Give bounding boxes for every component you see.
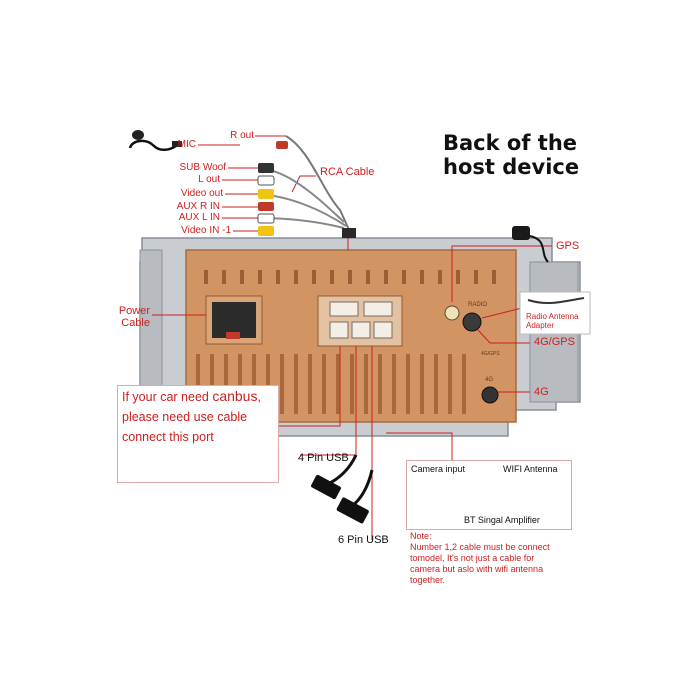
label-mic: MIC	[177, 139, 196, 150]
label-sub-woof: SUB Woof	[179, 162, 227, 173]
device-print-4g-gps: 4G/GPS	[481, 351, 500, 357]
usb-6pin-cable-icon	[336, 469, 374, 524]
label-4g-gps: 4G/GPS	[534, 336, 575, 348]
rca-cable-bundle	[257, 135, 356, 238]
label-r-out: R out	[230, 130, 254, 141]
radio-antenna-line-2: Adapter	[526, 321, 555, 330]
label-gps: GPS	[556, 240, 580, 252]
canbus-line-1-suffix: ,	[257, 390, 261, 404]
radio-antenna-socket[interactable]	[444, 305, 460, 321]
note-line-3: camera but aslo with wifi antenna	[410, 564, 544, 574]
power-connector-latch	[226, 332, 240, 339]
heatsink-fins	[196, 354, 466, 414]
canbus-line-2: please need use cable	[122, 410, 248, 424]
label-4pin-usb: 4 Pin USB	[298, 452, 349, 464]
power-cable-line-2: Cable	[121, 317, 150, 329]
note-line-1: Number 1,2 cable must be connect	[410, 542, 550, 552]
harness-connectors[interactable]	[329, 301, 393, 339]
radio-antenna-line-1: Radio Antenna	[526, 312, 579, 321]
canbus-callout: If your car need canbus, please need use…	[117, 385, 279, 483]
camera-wifi-box	[406, 460, 572, 530]
label-4g: 4G	[534, 386, 549, 398]
note-line-2: tomodel, It's not just a cable for	[410, 553, 535, 563]
canbus-line-3: connect this port	[122, 430, 214, 444]
label-wifi-antenna: WIFI Antenna	[503, 464, 558, 474]
microphone-icon	[128, 130, 182, 151]
usb-4pin-cable-icon	[311, 454, 358, 500]
note-block: Note: Number 1,2 cable must be connect t…	[410, 531, 580, 586]
label-aux-r-in: AUX R IN	[176, 201, 220, 212]
label-camera-input: Camera input	[411, 464, 466, 474]
label-bt-amplifier: BT Singal Amplifier	[464, 515, 540, 525]
power-cable-line-1: Power	[118, 305, 150, 317]
label-video-in: Video IN -1	[181, 225, 231, 236]
device-print-radio: RADIO	[468, 302, 487, 308]
note-line-4: together.	[410, 575, 446, 585]
canbus-line-1-prefix: If your car need	[122, 390, 213, 404]
label-radio-antenna: Radio Antenna Adapter	[526, 312, 579, 330]
page-title: Back of the host device	[443, 131, 579, 179]
note-heading: Note:	[410, 531, 432, 541]
title-line-1: Back of the	[443, 131, 578, 155]
label-video-out: Video out	[180, 188, 223, 199]
radio-adapter-cable-icon	[527, 297, 585, 305]
label-aux-l-in: AUX L IN	[178, 212, 220, 223]
label-l-out: L out	[198, 174, 220, 185]
gps-antenna-socket[interactable]	[462, 312, 482, 332]
gps-antenna-icon	[512, 226, 549, 263]
title-line-2: host device	[443, 155, 580, 179]
canbus-line-1: If your car need canbus,	[118, 386, 278, 407]
label-6pin-usb: 6 Pin USB	[338, 534, 389, 546]
canbus-keyword: canbus	[212, 388, 258, 404]
label-power-cable: Power Cable	[114, 305, 150, 329]
label-rca-cable: RCA Cable	[320, 166, 375, 178]
device-print-4g: 4G	[485, 377, 493, 383]
4g-antenna-socket[interactable]	[481, 386, 499, 404]
top-vent-slots	[204, 270, 496, 284]
